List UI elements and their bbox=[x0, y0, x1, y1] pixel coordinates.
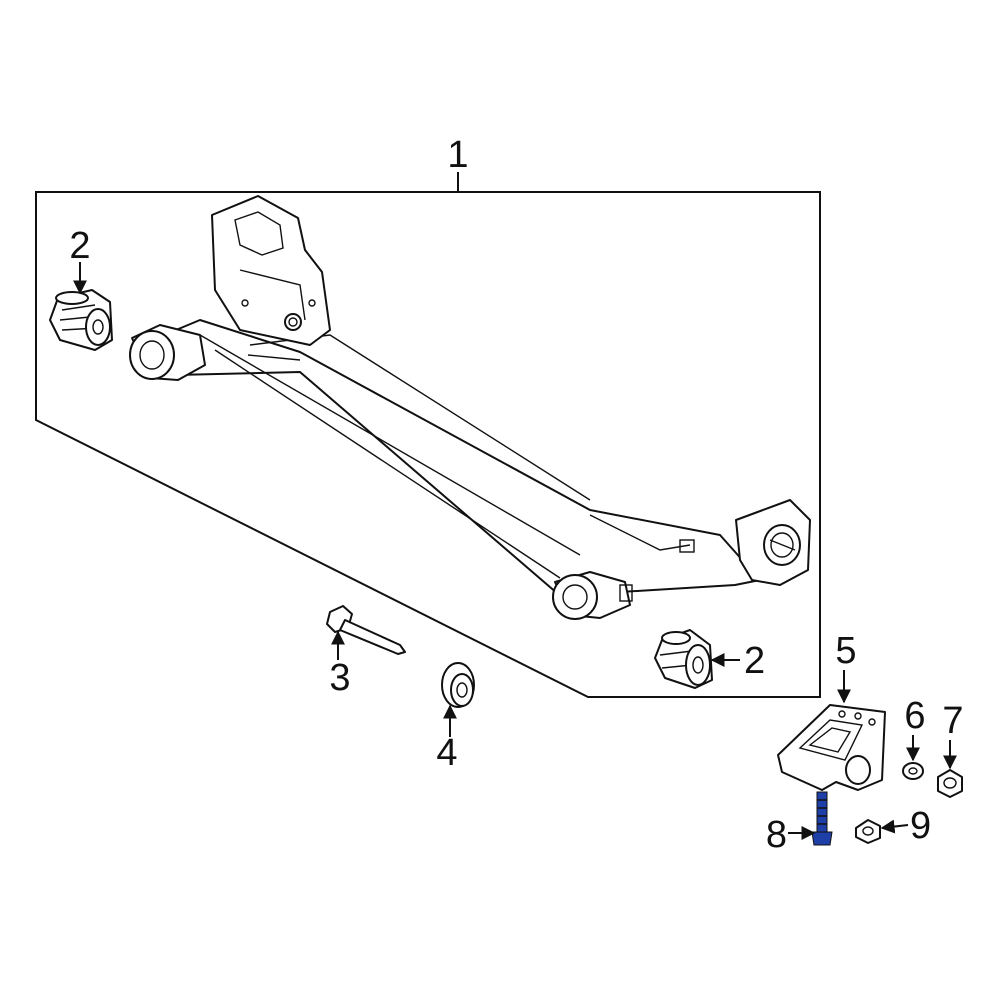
callout-4: 4 bbox=[436, 732, 457, 774]
bushing-left[interactable] bbox=[49, 289, 113, 351]
flat-washer[interactable] bbox=[902, 762, 924, 780]
flange-nut[interactable] bbox=[937, 769, 963, 798]
arrow-9 bbox=[880, 819, 909, 834]
callout-9: 9 bbox=[910, 805, 931, 847]
bracket-bolt-highlighted[interactable] bbox=[811, 791, 833, 846]
assembly-boundary bbox=[35, 191, 821, 698]
callout-1: 1 bbox=[447, 134, 468, 176]
pivot-bolt[interactable] bbox=[326, 605, 406, 655]
callout-3: 3 bbox=[329, 657, 350, 699]
hex-nut[interactable] bbox=[855, 819, 881, 844]
callout-2-left: 2 bbox=[69, 225, 90, 267]
callout-8: 8 bbox=[766, 814, 787, 856]
rear-axle-beam[interactable] bbox=[129, 195, 811, 620]
callout-6: 6 bbox=[904, 695, 925, 737]
flat-washer-hole bbox=[908, 767, 918, 775]
cam-washer[interactable] bbox=[441, 662, 475, 708]
mounting-bracket[interactable] bbox=[777, 704, 886, 791]
callout-7: 7 bbox=[942, 700, 963, 742]
bushing-right[interactable] bbox=[654, 629, 713, 689]
callout-2-right: 2 bbox=[744, 640, 765, 682]
callout-5: 5 bbox=[835, 630, 856, 672]
